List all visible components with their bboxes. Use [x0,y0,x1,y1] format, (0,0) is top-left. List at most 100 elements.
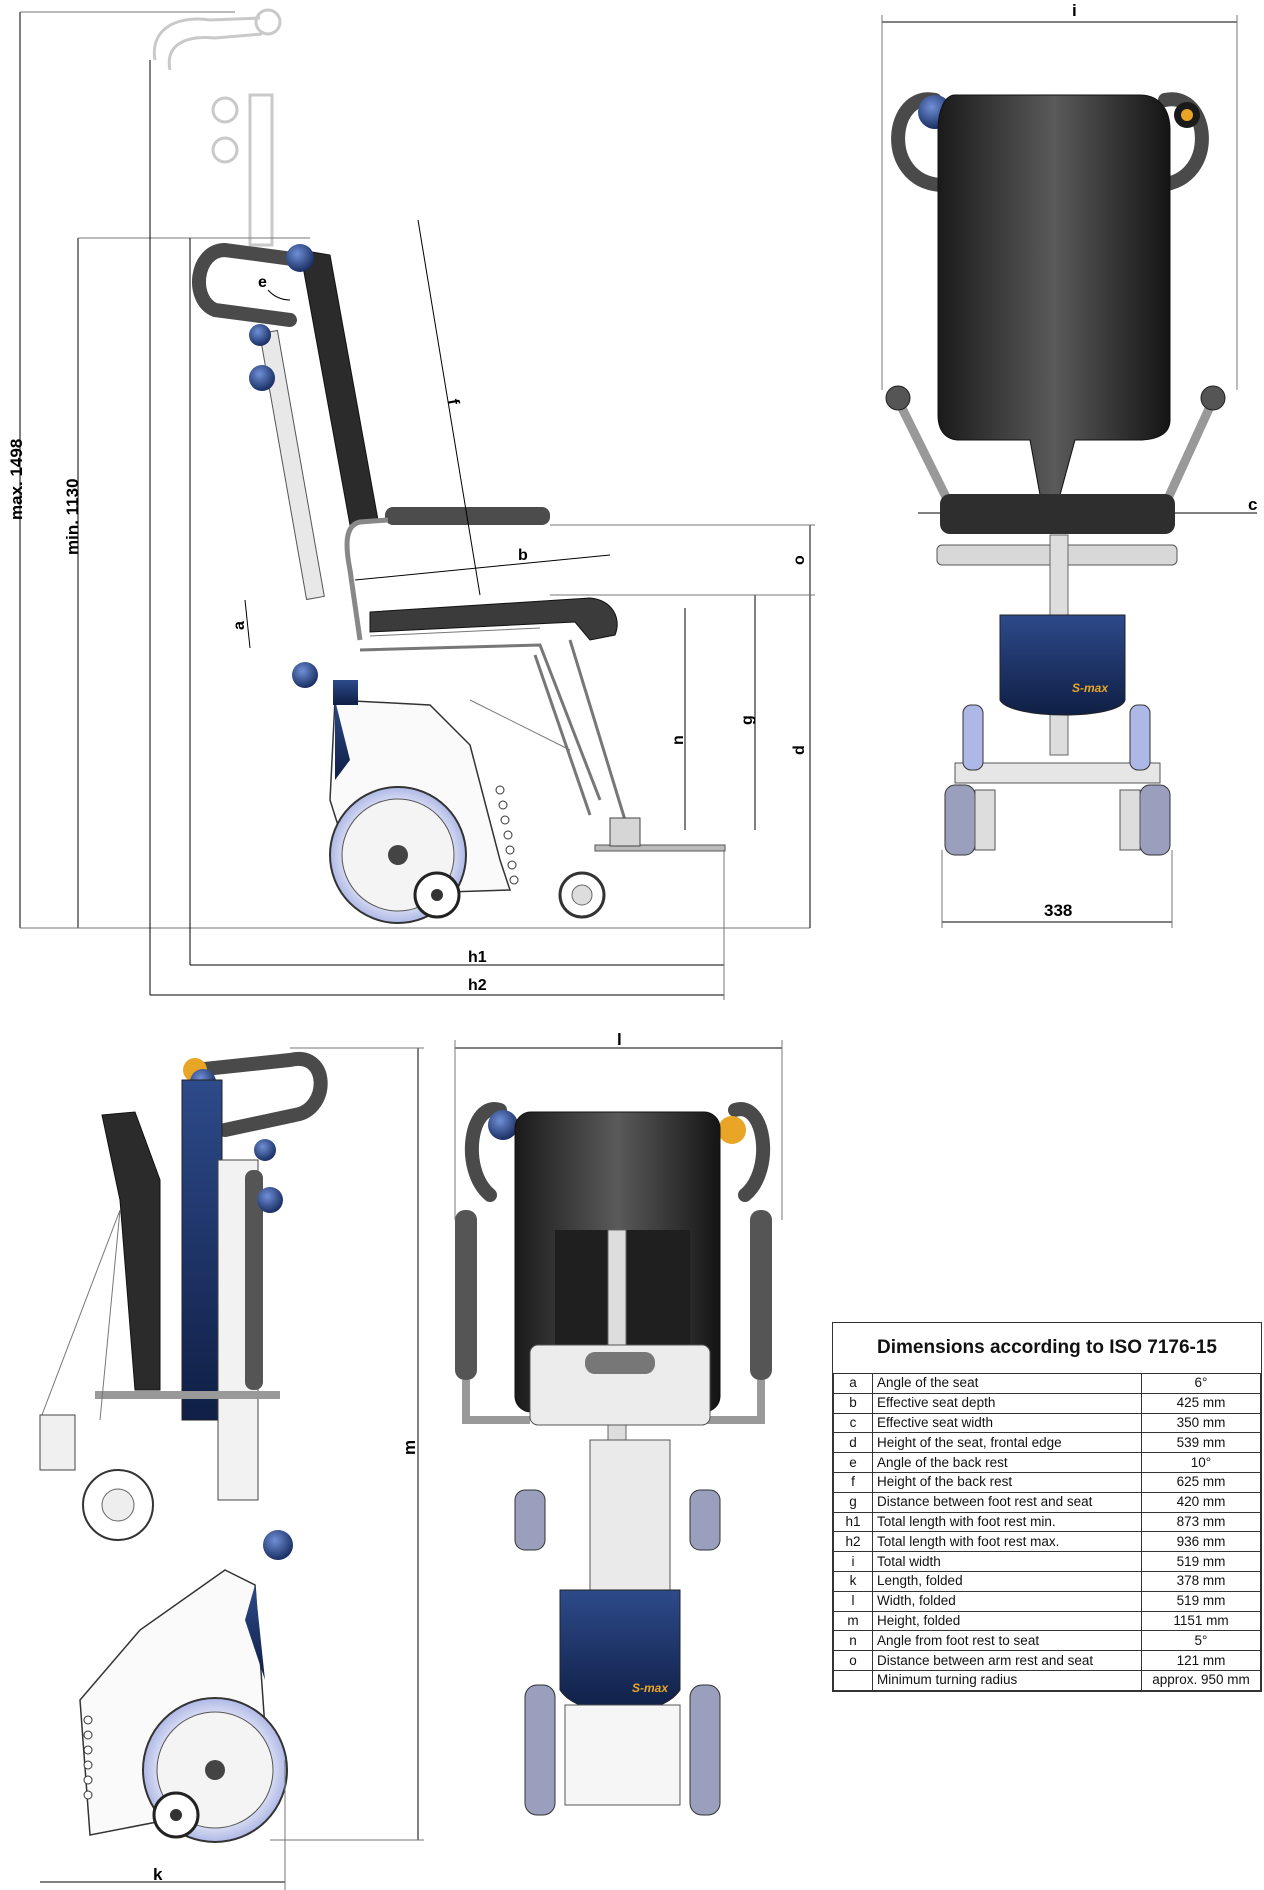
dim-g: g [739,715,756,725]
height-adjust-knob [286,244,314,272]
table-cell-key: i [833,1551,873,1572]
push-handle [192,242,307,327]
front-wheel-left [944,784,976,856]
table-cell-val: 936 mm [1141,1531,1261,1553]
table-cell-desc: Height of the back rest [872,1471,1142,1493]
backrest-knob-upper [249,324,271,346]
front-armrest-right [1160,395,1218,510]
table-cell-desc: Angle from foot rest to seat [872,1630,1142,1652]
backrest [299,249,379,526]
table-title: Dimensions according to ISO 7176-15 [833,1323,1261,1374]
table-cell-key: d [833,1432,873,1454]
table-cell-desc: Effective seat depth [872,1392,1142,1414]
front-seat [940,494,1175,534]
dim-l: l [617,1030,622,1049]
folded-handle [188,1051,328,1137]
dim-a: a [231,621,248,630]
table-cell-key: n [833,1630,873,1652]
table-cell-desc: Angle of the seat [872,1374,1142,1394]
front-handle-right [1153,92,1209,192]
front-view: S-max i c 338 [881,1,1257,928]
table-cell-val: 625 mm [1141,1471,1261,1493]
table-cell-key: c [833,1412,873,1434]
blue-cover [333,680,358,705]
folded-side-view: m k [39,1047,424,1890]
grip-knob [292,662,318,688]
table-cell-val: 350 mm [1141,1412,1261,1434]
foot-rest-clamp [609,817,641,847]
table-cell-key: g [833,1491,873,1513]
dim-m: m [400,1440,419,1455]
foot-rest [594,844,726,852]
table-cell-val: 420 mm [1141,1491,1261,1513]
folded-front-armrest-right [750,1210,772,1380]
table-cell-val: 539 mm [1141,1432,1261,1454]
table-cell-val: 378 mm [1141,1570,1261,1592]
table-cell-val: 121 mm [1141,1650,1261,1671]
dim-max-height: max. 1498 [7,439,26,520]
front-wheel-right [1139,784,1171,856]
table-cell-desc: Angle of the back rest [872,1452,1142,1473]
front-frame [359,639,627,821]
front-backrest [937,94,1171,496]
extended-handle-ghost [152,8,282,247]
folded-dimension-lines [40,1047,424,1890]
front-body [999,614,1126,716]
folded-front-dimension-lines [454,1040,783,1220]
table-cell-desc: Distance between foot rest and seat [872,1491,1142,1513]
table-cell-key [833,1669,873,1691]
front-dimension-lines [881,15,1257,928]
backrest-knob-lower [249,365,275,391]
table-cell-desc: Distance between arm rest and seat [872,1650,1142,1671]
table-cell-desc: Minimum turning radius [872,1669,1142,1691]
dim-h2: h2 [468,977,487,994]
table-cell-key: m [833,1610,873,1632]
dim-h1: h1 [468,949,487,966]
dim-338: 338 [1044,901,1072,920]
dim-n: n [670,735,687,745]
table-cell-val: approx. 950 mm [1141,1669,1261,1691]
table-cell-val: 10° [1141,1452,1261,1473]
table-cell-val: 873 mm [1141,1511,1261,1533]
dim-min-height: min. 1130 [63,478,82,555]
table-cell-desc: Height, folded [872,1610,1142,1632]
folded-front-wheel-left [524,1684,556,1816]
seat-cushion [369,597,618,641]
dim-o: o [791,555,808,565]
folded-front-wheel-right [689,1684,721,1816]
front-brand: S-max [1072,681,1109,695]
table-cell-key: o [833,1650,873,1671]
armrest [385,507,550,525]
table-cell-key: f [833,1471,873,1493]
table-cell-val: 519 mm [1141,1551,1261,1572]
table-cell-key: a [833,1374,873,1394]
table-cell-desc: Effective seat width [872,1412,1142,1434]
table-cell-val: 519 mm [1141,1590,1261,1612]
side-view: max. 1498 min. 1130 e f a b o n g d h1 h… [7,8,815,1000]
dim-e: e [258,274,267,291]
table-cell-desc: Total width [872,1551,1142,1572]
armrest-support [344,517,389,641]
table-cell-desc: Total length with foot rest max. [872,1531,1142,1553]
table-cell-key: k [833,1570,873,1592]
front-wheel-left-inner [962,704,984,771]
folded-front-brand: S-max [632,1681,669,1695]
dim-i: i [1072,1,1077,20]
